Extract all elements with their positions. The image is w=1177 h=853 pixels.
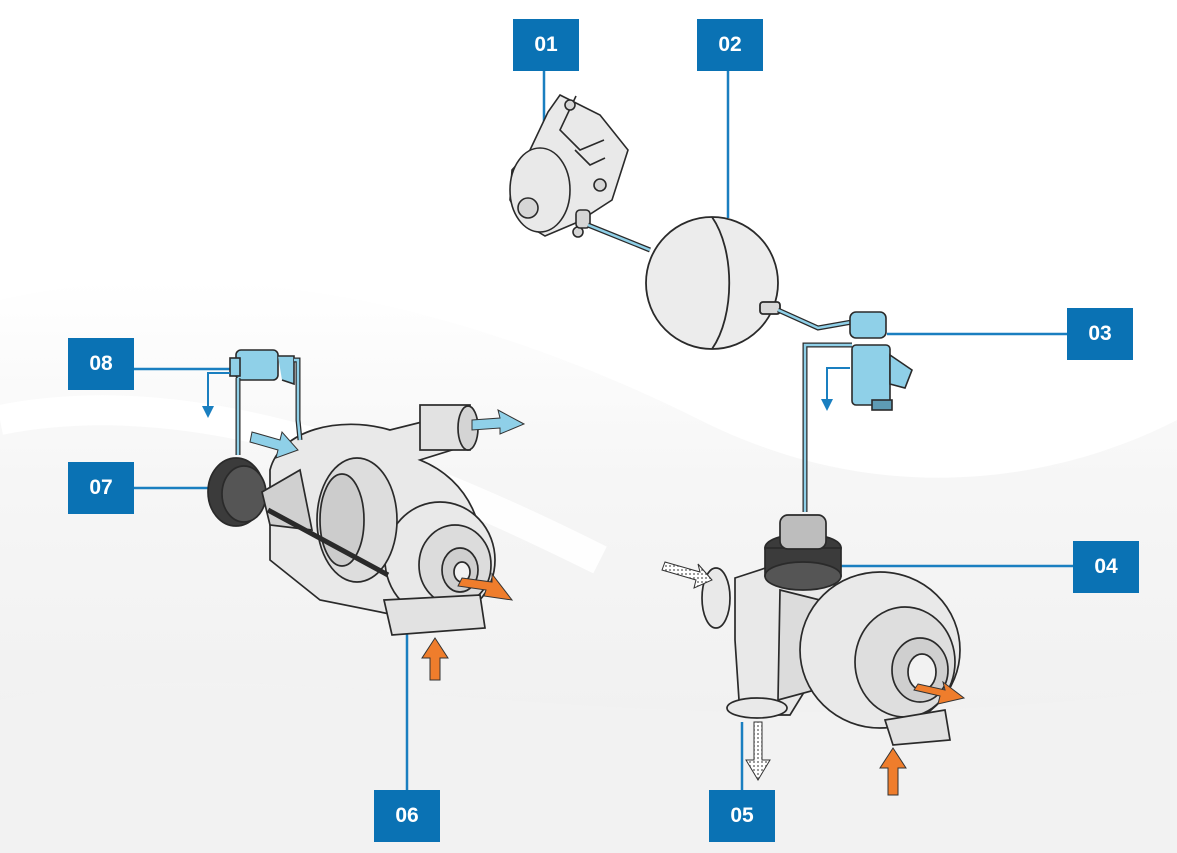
leader-lines (134, 70, 1074, 790)
part-08-actuator-valve (229, 349, 295, 386)
arrow-air-in-right (879, 747, 907, 796)
arrow-exhaust-in-left (421, 637, 449, 681)
callout-05: 05 (709, 790, 775, 842)
part-02-vacuum-reservoir (645, 216, 781, 350)
arrow-air-in-left (249, 430, 299, 459)
arrow-charge-out-right (913, 680, 966, 705)
arrow-exhaust-out (745, 721, 771, 781)
part-03-pressure-converter (849, 311, 913, 411)
callout-03: 03 (1067, 308, 1133, 360)
callout-07: 07 (68, 462, 134, 514)
arrow-exhaust-out-left (457, 572, 514, 601)
callout-04: 04 (1073, 541, 1139, 593)
callout-02: 02 (697, 19, 763, 71)
callout-06: 06 (374, 790, 440, 842)
arrow-exhaust-in (661, 561, 713, 589)
part-06-turbocharger-left (207, 404, 496, 636)
callout-08: 08 (68, 338, 134, 390)
callout-01: 01 (513, 19, 579, 71)
part-04-05-turbocharger-right (701, 514, 961, 746)
part-01-vacuum-pump (509, 93, 629, 238)
arrow-air-out-left (471, 409, 526, 435)
